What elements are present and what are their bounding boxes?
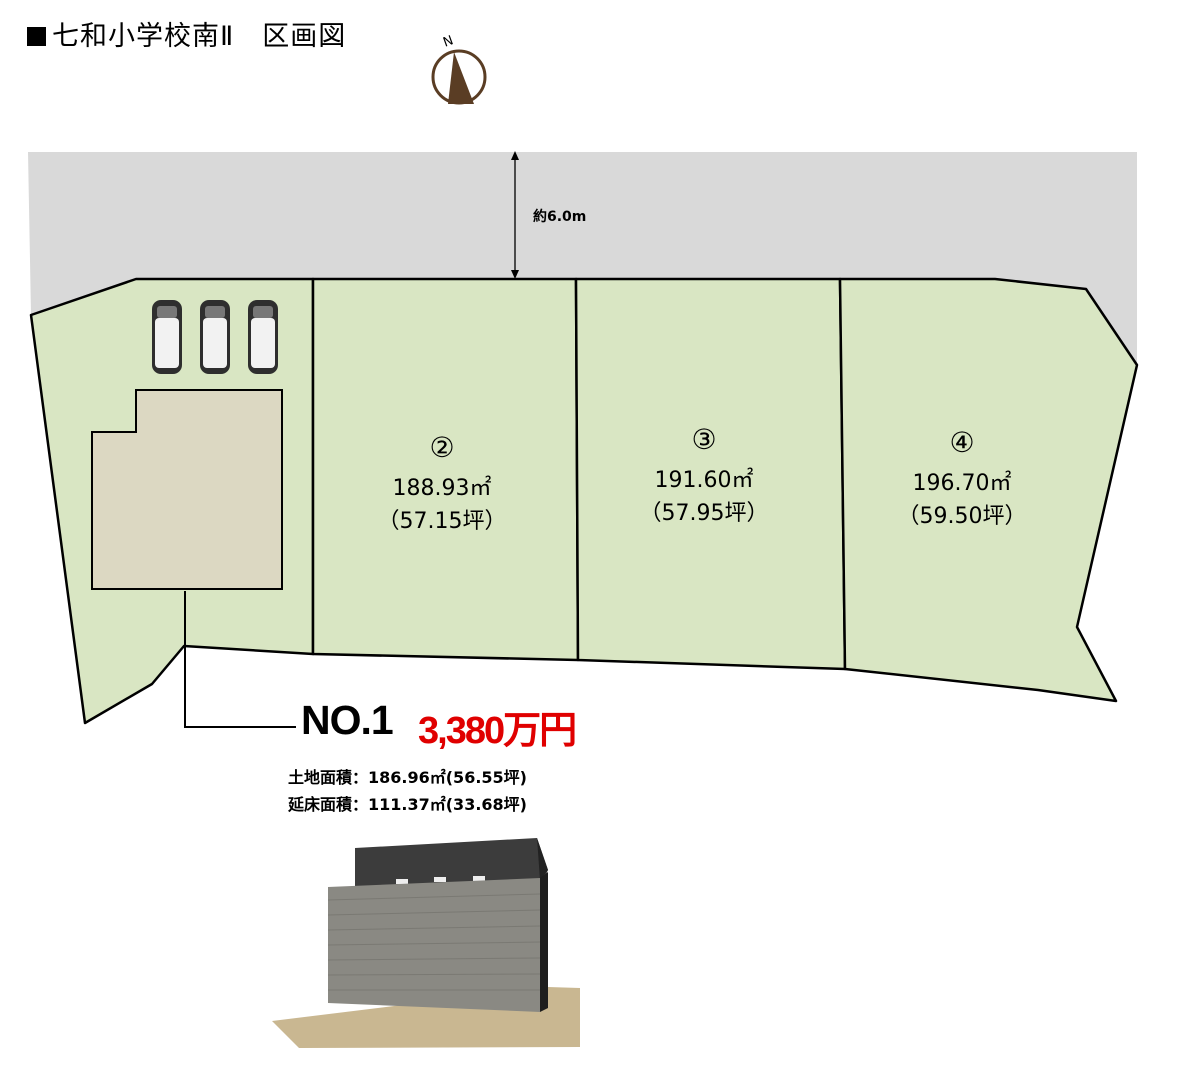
road-width-label: 約6.0m bbox=[533, 209, 587, 225]
bullet-square bbox=[27, 27, 46, 46]
land-area-text: 土地面積：186.96㎡(56.55坪) bbox=[288, 768, 527, 787]
leader-line bbox=[184, 591, 296, 728]
road-width-arrow bbox=[511, 151, 519, 279]
lot-4-number: ④ bbox=[949, 426, 975, 459]
floor-area-text: 延床面積：111.37㎡(33.68坪) bbox=[288, 795, 527, 814]
lot-2-area-tsubo: （57.15坪） bbox=[377, 509, 507, 534]
lot-4-area-m2: 196.70㎡ bbox=[912, 471, 1012, 496]
lot-2-area-m2: 188.93㎡ bbox=[392, 476, 492, 501]
car-icon bbox=[200, 300, 230, 374]
compass-icon: N bbox=[431, 33, 487, 105]
lot-3-area-m2: 191.60㎡ bbox=[654, 468, 754, 493]
lot-3-area-tsubo: （57.95坪） bbox=[639, 501, 769, 526]
lot-4-area-tsubo: （59.50坪） bbox=[897, 504, 1027, 529]
lot-3-number: ③ bbox=[691, 423, 717, 456]
lot-3-label: ③ 191.60㎡ （57.95坪） bbox=[640, 420, 769, 530]
building-footprint bbox=[91, 389, 283, 590]
car-icon bbox=[152, 300, 182, 374]
lot-4-label: ④ 196.70㎡ （59.50坪） bbox=[898, 423, 1027, 533]
title-text: 七和小学校南Ⅱ 区画図 bbox=[52, 21, 347, 52]
house-rendering-image bbox=[272, 838, 580, 1048]
road bbox=[28, 152, 1137, 365]
lot-2-label: ② 188.93㎡ （57.15坪） bbox=[378, 428, 507, 538]
car-icon bbox=[248, 300, 278, 374]
page-title: 七和小学校南Ⅱ 区画図 bbox=[27, 14, 346, 53]
featured-lot-name: NO.1 bbox=[301, 697, 394, 743]
featured-price: 3,380万円 bbox=[418, 710, 577, 752]
lot-2-number: ② bbox=[429, 431, 455, 464]
lot-4 bbox=[838, 277, 1139, 703]
compass-n-label: N bbox=[441, 33, 455, 50]
